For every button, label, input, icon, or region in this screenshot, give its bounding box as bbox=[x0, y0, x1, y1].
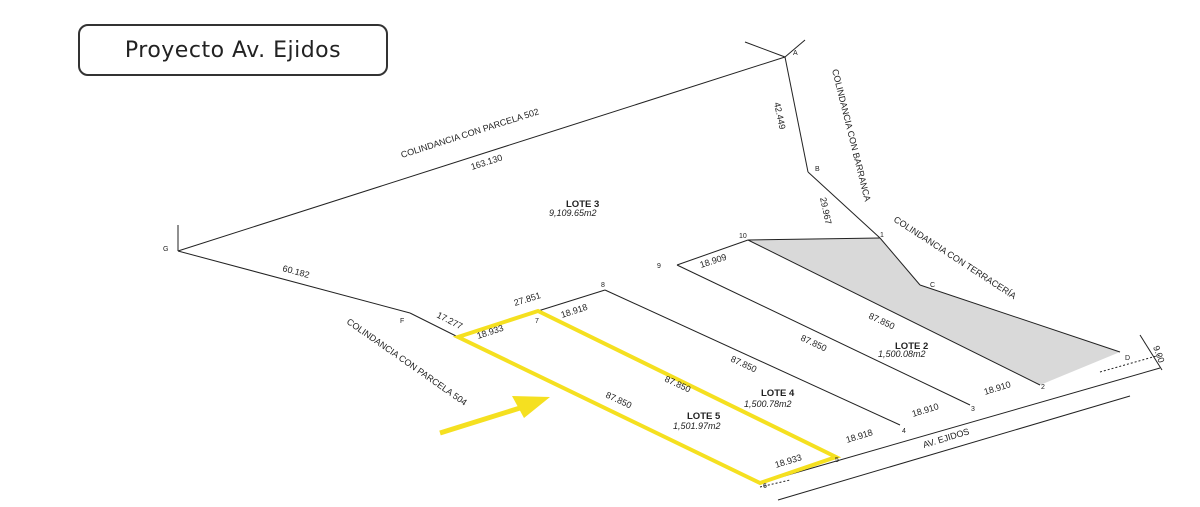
shaded-area bbox=[748, 238, 1120, 385]
point-g: G bbox=[163, 246, 168, 253]
label-barranca: COLINDANCIA CON BARRANCA bbox=[830, 68, 873, 202]
dim-18-909: 18.909 bbox=[699, 252, 728, 270]
point-4: 4 bbox=[902, 428, 906, 435]
dim-18-918-bot: 18.918 bbox=[845, 427, 874, 445]
dim-18-910-b: 18.910 bbox=[911, 401, 940, 419]
point-5: 5 bbox=[835, 457, 839, 464]
dim-60-182: 60.182 bbox=[281, 263, 310, 280]
point-c: C bbox=[930, 282, 935, 289]
dim-27-851: 27.851 bbox=[513, 290, 542, 308]
label-parcela-504: COLINDANCIA CON PARCELA 504 bbox=[345, 316, 469, 407]
dim-87-850-b: 87.850 bbox=[799, 333, 828, 354]
dim-18-918-top: 18.918 bbox=[560, 302, 589, 320]
lote5-area: 1,501.97m2 bbox=[673, 421, 721, 431]
point-1: 1 bbox=[880, 232, 884, 239]
lote5-name: LOTE 5 bbox=[687, 411, 721, 422]
point-9: 9 bbox=[657, 263, 661, 270]
lote4-name: LOTE 4 bbox=[761, 388, 795, 399]
lote3-area: 9,109.65m2 bbox=[549, 208, 597, 218]
point-7: 7 bbox=[535, 318, 539, 325]
dim-42-449: 42.449 bbox=[772, 101, 788, 130]
dim-87-850-e: 87.850 bbox=[604, 390, 633, 411]
dim-18-910-a: 18.910 bbox=[983, 379, 1012, 397]
dim-87-850-lote2: 87.850 bbox=[867, 311, 896, 332]
point-8: 8 bbox=[601, 282, 605, 289]
dim-163-130: 163.130 bbox=[470, 152, 504, 171]
dim-29-967: 29.967 bbox=[818, 196, 834, 225]
lote2-area: 1,500.08m2 bbox=[878, 349, 926, 359]
point-6: 6 bbox=[763, 483, 767, 490]
dim-9-00: 9.00 bbox=[1151, 344, 1166, 364]
boundary-lines bbox=[177, 39, 1163, 501]
dim-87-850-c: 87.850 bbox=[729, 354, 758, 375]
lote5-highlight bbox=[452, 308, 842, 486]
point-10: 10 bbox=[739, 233, 747, 240]
lote2-name: LOTE 2 bbox=[895, 341, 928, 352]
point-a: A bbox=[793, 50, 798, 57]
point-d: D bbox=[1125, 355, 1130, 362]
project-title: Proyecto Av. Ejidos bbox=[78, 24, 388, 76]
lote3-name: LOTE 3 bbox=[566, 199, 599, 210]
dim-87-850-d: 87.850 bbox=[663, 374, 692, 395]
point-f: F bbox=[400, 318, 404, 325]
label-parcela-502: COLINDANCIA CON PARCELA 502 bbox=[400, 106, 541, 159]
lote4-area: 1,500.78m2 bbox=[744, 399, 792, 409]
point-3: 3 bbox=[971, 406, 975, 413]
point-b: B bbox=[815, 166, 820, 173]
dim-18-933-bot: 18.933 bbox=[774, 452, 803, 470]
highlight-arrow-icon bbox=[439, 396, 550, 436]
point-2: 2 bbox=[1041, 384, 1045, 391]
